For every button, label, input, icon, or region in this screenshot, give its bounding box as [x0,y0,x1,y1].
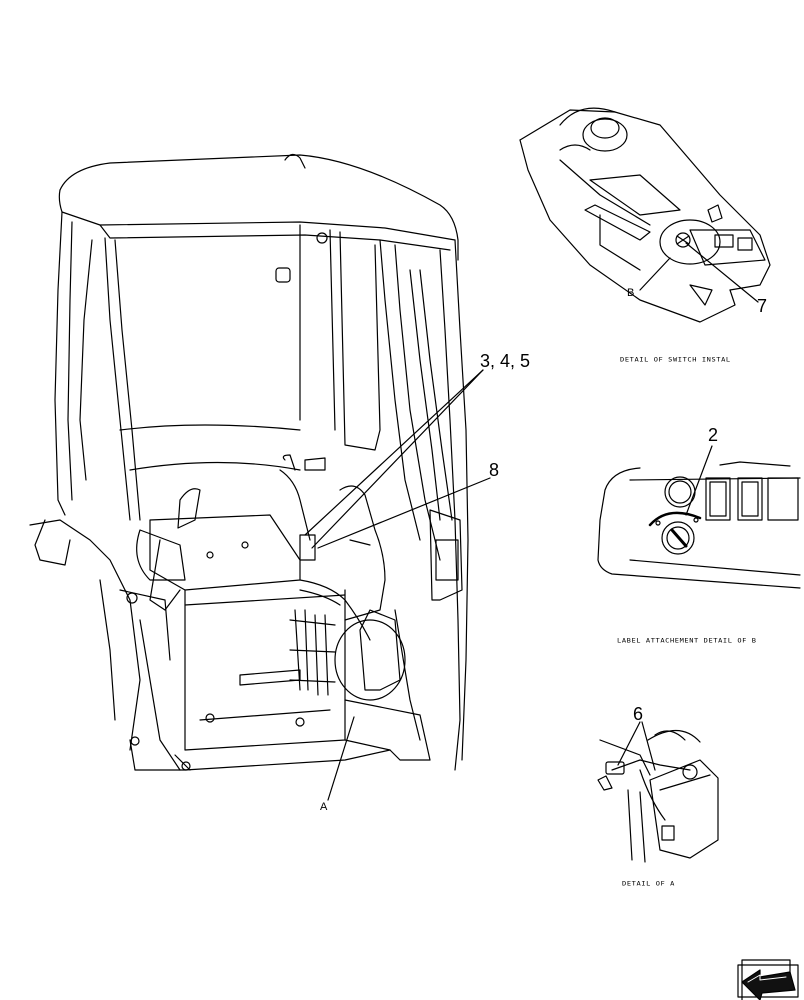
leader-6b [641,721,656,771]
leader-6a [617,721,641,766]
leader-b [639,257,671,291]
callout-6: 6 [633,704,644,724]
caption-detail-a: DETAIL OF A [622,880,675,888]
leader-345 [304,369,484,536]
callout-8: 8 [489,460,500,480]
callout-2: 2 [708,425,719,445]
callout-3-4-5: 3, 4, 5 [480,351,531,371]
next-page-arrow-icon[interactable] [737,959,799,1000]
leader-345b [311,369,484,549]
caption-switch-detail: DETAIL OF SWITCH INSTAL [620,356,731,364]
label-detail-drawing [597,461,801,589]
leader-8 [317,477,491,549]
a-detail-drawing [597,729,719,863]
caption-label-detail: LABEL ATTACHEMENT DETAIL OF B [617,637,757,645]
leader-7 [685,242,759,303]
callout-a: A [320,801,328,813]
leader-a [327,716,355,801]
switch-detail-drawing [519,107,771,323]
callout-b: B [627,287,635,299]
callout-7: 7 [757,296,768,316]
cab-drawing [29,153,469,771]
leader-2 [685,445,713,516]
